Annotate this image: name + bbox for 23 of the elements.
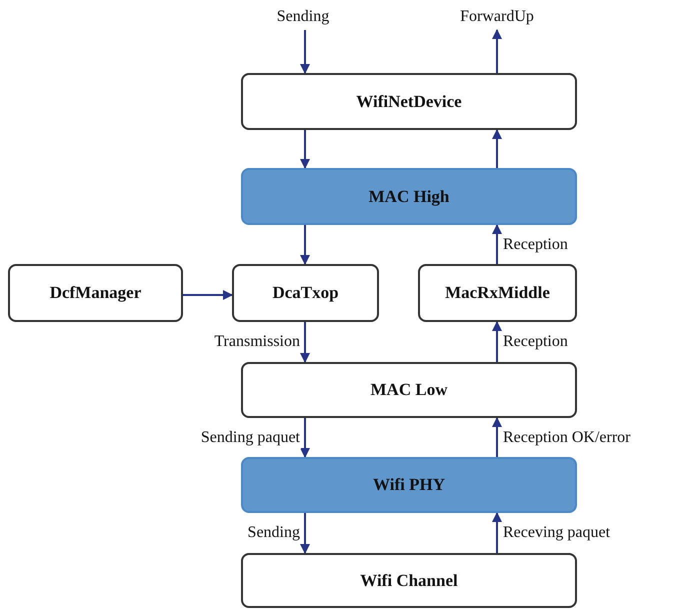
- layer-box: Wifi Channel: [241, 553, 577, 608]
- arrow: [492, 129, 502, 168]
- arrow: [300, 418, 310, 458]
- arrow: [300, 130, 310, 169]
- arrow: [492, 417, 502, 457]
- arrow: [300, 30, 310, 74]
- arrow: [492, 512, 502, 553]
- layer-box: MAC Low: [241, 362, 577, 418]
- flow-label: Sending: [265, 4, 341, 30]
- arrow: [492, 321, 502, 362]
- arrow: [300, 322, 310, 363]
- layer-box: MacRxMiddle: [418, 264, 577, 322]
- layer-box: Wifi PHY: [241, 457, 577, 513]
- arrow: [492, 224, 502, 264]
- arrow: [183, 290, 233, 300]
- arrow: [492, 29, 502, 73]
- arrow: [300, 513, 310, 554]
- flow-label: ForwardUp: [447, 4, 547, 30]
- layer-box: MAC High: [241, 168, 577, 225]
- layer-box: DcfManager: [8, 264, 183, 322]
- arrow: [300, 225, 310, 265]
- layer-box: WifiNetDevice: [241, 73, 577, 130]
- layer-box: DcaTxop: [232, 264, 379, 322]
